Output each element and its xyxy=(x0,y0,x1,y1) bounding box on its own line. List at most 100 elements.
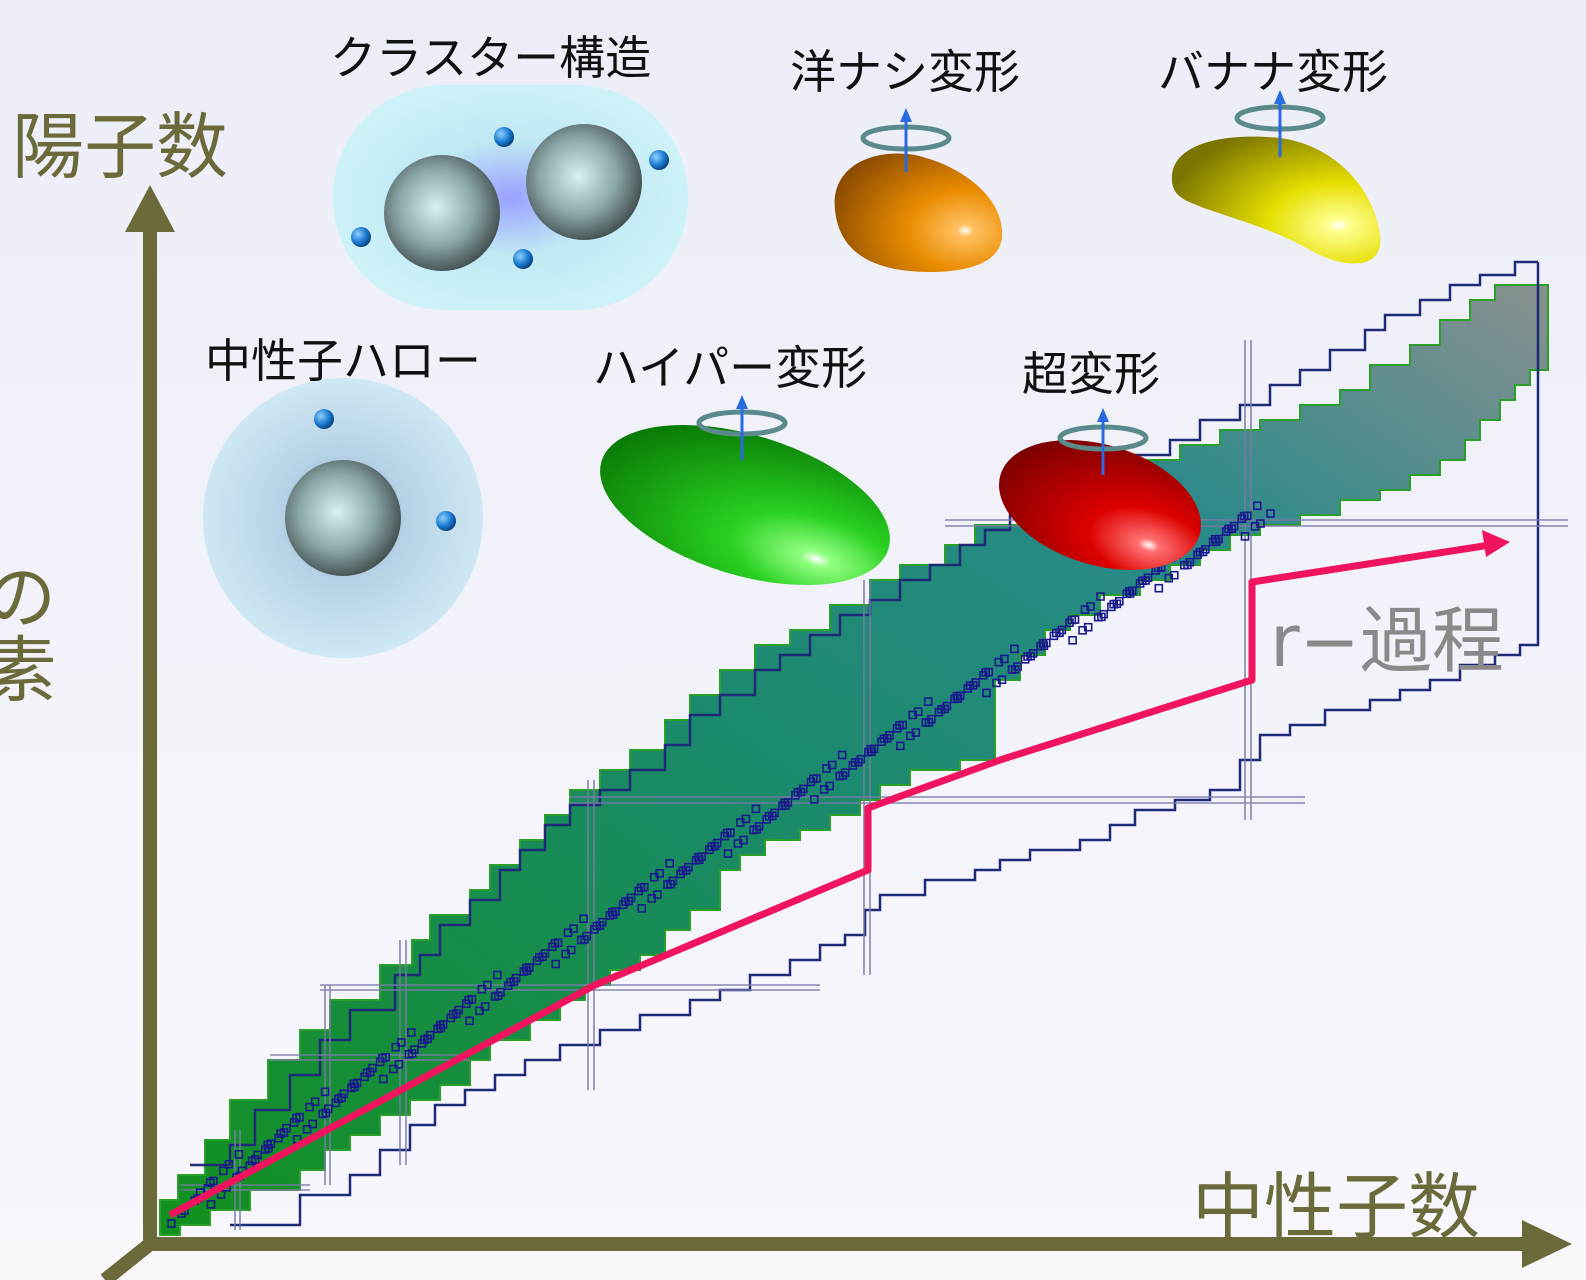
stable-nucleus xyxy=(308,1119,318,1129)
pear-deformation-shape xyxy=(834,108,1003,272)
stable-nucleus xyxy=(653,890,662,899)
stable-nucleus xyxy=(551,959,561,969)
pear-deformation-label: 洋ナシ変形 xyxy=(790,45,1020,99)
stable-nucleus xyxy=(1128,586,1137,596)
left-edge-text-fragment: の素 xyxy=(0,560,56,704)
proton-drip-line xyxy=(190,260,1538,1167)
stable-nucleus xyxy=(1068,635,1077,645)
stable-nucleus xyxy=(310,1097,320,1107)
stable-nuclei xyxy=(167,501,1275,1228)
rotation-icon xyxy=(1234,90,1326,157)
stable-nucleus xyxy=(480,1002,490,1011)
stable-nucleus xyxy=(1057,625,1067,635)
stable-nucleus xyxy=(394,1060,404,1069)
stable-nucleus xyxy=(1185,557,1195,567)
stable-nucleus xyxy=(454,1005,464,1015)
stable-nucleus xyxy=(1229,521,1239,531)
superdeformation-shape xyxy=(999,408,1201,570)
stable-nucleus xyxy=(305,1102,314,1112)
stable-nucleus xyxy=(524,963,534,972)
stable-nucleus xyxy=(438,1020,448,1029)
neutron-halo-label: 中性子ハロー xyxy=(205,334,481,388)
stable-nucleus xyxy=(770,808,779,818)
stable-nucleus xyxy=(1266,509,1275,518)
stable-nucleus xyxy=(253,1150,262,1160)
r-process-path xyxy=(168,541,1491,1219)
stable-nucleus xyxy=(381,1052,391,1062)
stable-nucleus xyxy=(389,1064,398,1074)
stable-nucleus xyxy=(323,1104,333,1114)
stable-nucleus xyxy=(869,744,879,754)
stable-nucleus xyxy=(913,707,923,717)
stable-nucleus xyxy=(597,917,607,927)
r-process-label: r−過程 xyxy=(1270,599,1504,683)
stable-nucleus xyxy=(1096,592,1105,601)
stable-nucleus xyxy=(569,924,578,934)
stable-nucleus xyxy=(167,1219,176,1228)
stable-nucleus xyxy=(368,1063,377,1073)
stable-nucleus xyxy=(1198,547,1208,557)
stable-nucleus xyxy=(611,907,620,916)
stable-nucleus xyxy=(209,1176,218,1186)
banana-deformation-shape xyxy=(1171,90,1381,264)
cluster-structure-illustration xyxy=(333,85,688,310)
banana-deformation-label: バナナ変形 xyxy=(1158,45,1388,99)
stable-nucleus xyxy=(511,973,521,983)
x-axis-arrow xyxy=(1522,1220,1572,1268)
stable-nucleus xyxy=(637,904,647,913)
stable-nucleus xyxy=(493,970,502,980)
stable-nucleus xyxy=(1028,649,1038,658)
stable-nucleus xyxy=(396,1038,406,1047)
x-axis-label: 中性子数 xyxy=(1192,1165,1481,1249)
stable-nucleus xyxy=(741,814,751,824)
stable-nucleus xyxy=(751,804,761,814)
stable-nucleus xyxy=(997,675,1007,685)
stable-nucleus xyxy=(942,701,952,711)
stable-nucleus xyxy=(712,838,722,848)
stable-nucleus xyxy=(467,994,477,1004)
stable-nucleus xyxy=(1143,573,1153,583)
stable-nucleus xyxy=(1000,654,1009,664)
rotation-icon xyxy=(1057,408,1149,475)
stable-nucleus xyxy=(927,714,936,724)
rotation-icon xyxy=(860,108,952,172)
stable-nucleus xyxy=(425,1030,435,1040)
stable-nucleus xyxy=(579,914,588,924)
stable-nucleus xyxy=(406,1028,416,1037)
stable-nucleus xyxy=(856,754,866,764)
stable-nucleus xyxy=(955,691,965,701)
stable-nucleus xyxy=(1070,615,1080,624)
stable-nucleus xyxy=(783,798,793,807)
stable-nucleus xyxy=(295,1112,304,1122)
stable-nucleus xyxy=(1243,511,1252,521)
y-axis-arrow xyxy=(125,185,175,232)
rotation-icon xyxy=(696,395,788,460)
stable-nucleus xyxy=(1115,596,1124,606)
stable-nucleus xyxy=(206,1200,216,1209)
stable-nucleus xyxy=(754,822,764,831)
stable-nucleus xyxy=(224,1160,234,1169)
stable-nucleus xyxy=(723,849,733,858)
superdeformation-label: 超変形 xyxy=(1022,347,1160,401)
stable-nucleus xyxy=(302,1125,312,1134)
stable-nucleus xyxy=(684,862,693,872)
axes xyxy=(100,185,1572,1280)
stable-nucleus xyxy=(1253,501,1262,511)
stable-nucleus xyxy=(465,1016,474,1026)
hyperdeformation-label: ハイパー変形 xyxy=(593,341,868,395)
stable-nucleus xyxy=(582,931,592,941)
stable-nucleus xyxy=(251,1155,260,1164)
stable-nucleus xyxy=(923,697,933,707)
stable-nucleus xyxy=(798,784,808,794)
stable-nucleus xyxy=(289,1118,299,1127)
r-process-arrowhead xyxy=(1482,530,1510,557)
stable-nucleus xyxy=(1154,583,1164,593)
stable-nucleus xyxy=(697,852,706,861)
stable-nucleus xyxy=(825,781,835,791)
stable-nucleus xyxy=(898,720,908,730)
y-axis-label: 陽子数 xyxy=(12,105,229,189)
stable-nucleus xyxy=(1170,570,1179,580)
stable-nucleus xyxy=(1099,609,1108,619)
stable-nucleus xyxy=(911,728,921,737)
